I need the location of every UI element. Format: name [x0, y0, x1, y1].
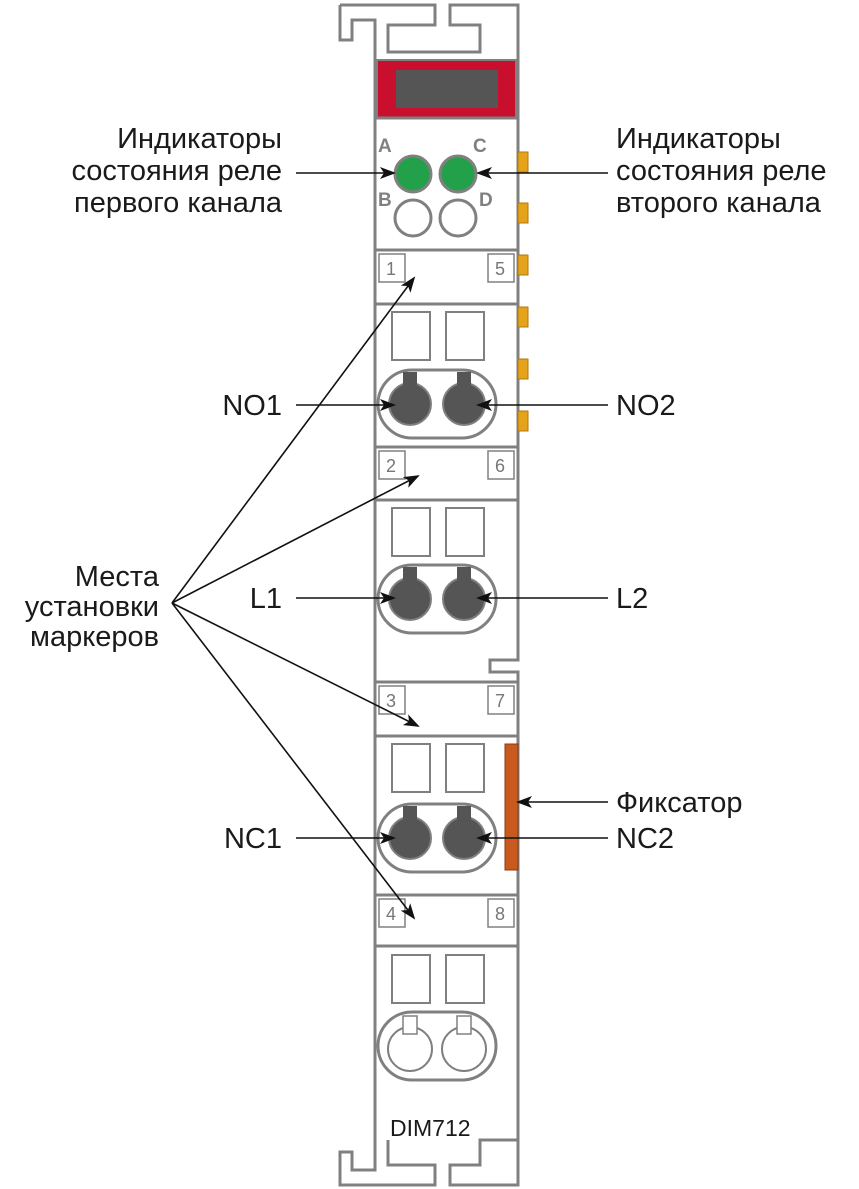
label-leds-ch1-line2: состояния реле [71, 155, 282, 187]
arrow-marker-1 [171, 276, 416, 604]
terminal-block-2: 2 6 [375, 445, 518, 635]
callout-arrows [171, 167, 608, 920]
led-letter-c: C [473, 136, 487, 157]
model-label: DIM712 [390, 1115, 471, 1141]
led-d [438, 198, 478, 238]
label-markers-line2: установки [25, 591, 159, 623]
latch[interactable] [504, 743, 519, 871]
led-a [393, 154, 433, 194]
side-contacts [517, 151, 529, 432]
led-letter-a: A [378, 136, 392, 157]
terminal-block-4: 4 8 [375, 893, 518, 1082]
arrow-marker-2 [171, 475, 420, 604]
terminal-number-4: 4 [386, 904, 396, 924]
module-housing: A B C D 1 5 [338, 3, 529, 1187]
arrow-marker-3 [171, 602, 420, 727]
label-l2: L2 [616, 583, 648, 615]
label-leds-ch2-line2: состояния реле [616, 155, 827, 187]
top-din-clip [338, 3, 520, 60]
led-b [393, 198, 433, 238]
arrow-marker-4 [171, 602, 416, 920]
label-leds-ch2-line3: второго канала [616, 187, 822, 219]
label-nc2: NC2 [616, 823, 674, 855]
terminal-number-6: 6 [495, 456, 505, 476]
bottom-din-clip [338, 1138, 520, 1187]
callout-labels: Индикаторы состояния реле первого канала… [25, 123, 827, 855]
terminal-number-8: 8 [495, 904, 505, 924]
label-markers-line1: Места [75, 561, 160, 593]
terminal-number-5: 5 [495, 259, 505, 279]
label-no1: NO1 [222, 390, 282, 422]
terminal-number-7: 7 [495, 691, 505, 711]
led-letter-b: B [378, 190, 392, 211]
label-l1: L1 [250, 583, 282, 615]
label-leds-ch1-line1: Индикаторы [117, 123, 282, 155]
label-latch: Фиксатор [616, 787, 742, 819]
terminal-block-1: 1 5 [375, 248, 518, 440]
label-no2: NO2 [616, 390, 676, 422]
label-nc1: NC1 [224, 823, 282, 855]
terminal-block-3: 3 7 [375, 680, 518, 874]
terminal-number-1: 1 [386, 259, 396, 279]
terminal-number-3: 3 [386, 691, 396, 711]
terminal-number-2: 2 [386, 456, 396, 476]
label-markers-line3: маркеров [30, 621, 159, 653]
top-cap-window [396, 70, 498, 108]
led-letter-d: D [479, 190, 493, 211]
label-leds-ch1-line3: первого канала [74, 187, 283, 219]
label-leds-ch2-line1: Индикаторы [616, 123, 781, 155]
led-c [438, 154, 478, 194]
